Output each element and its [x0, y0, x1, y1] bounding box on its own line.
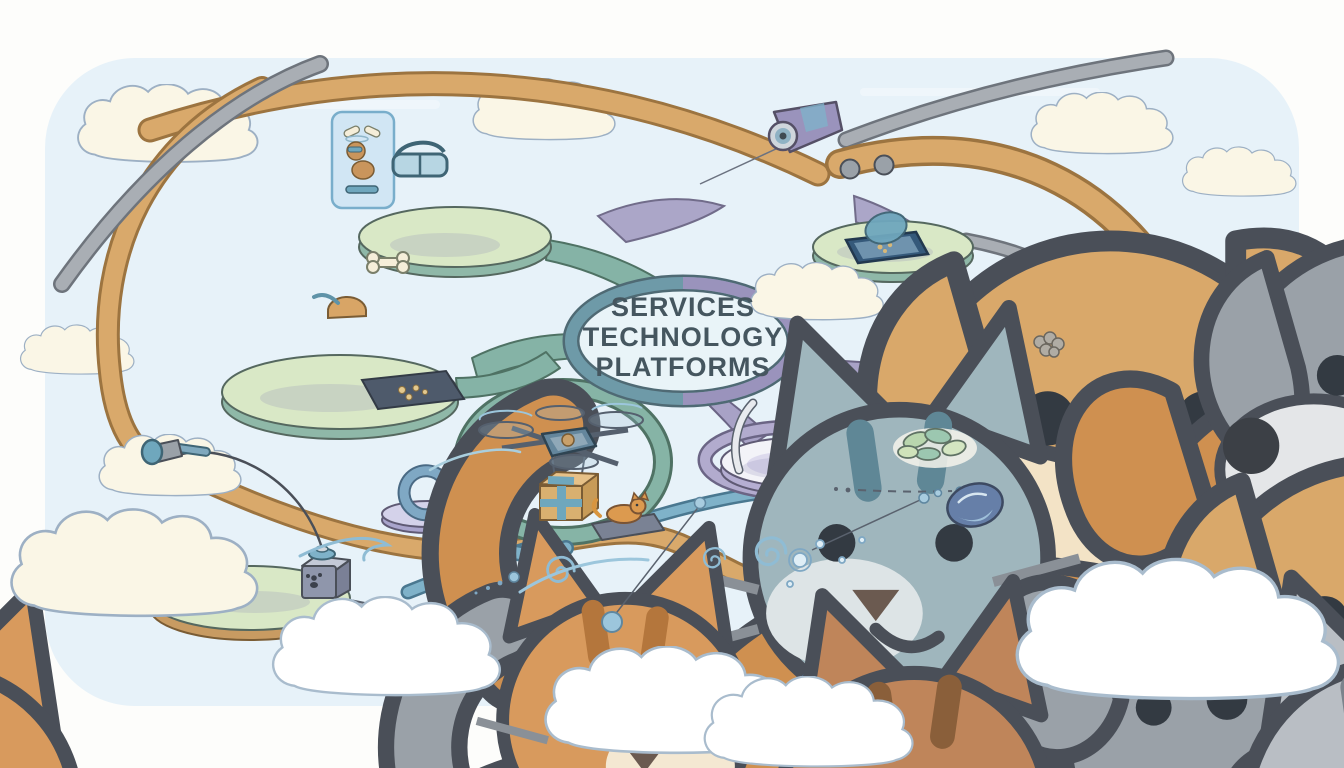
- ribbon-gray-topleft: [55, 57, 327, 291]
- play-platform: [221, 354, 459, 440]
- figures: [0, 140, 1344, 768]
- drone-figure: [478, 402, 644, 521]
- hub-label-line1: SERVICES: [610, 292, 756, 322]
- camera-pod: [699, 100, 844, 185]
- robot-pet-gear: [839, 154, 908, 245]
- vr-goggles: [391, 140, 449, 178]
- gift-package: [539, 471, 599, 521]
- wind-swirls: [298, 448, 788, 594]
- treat-beans: [893, 427, 977, 468]
- hub-label-line3: PLATFORMS: [595, 352, 771, 383]
- paw-print-icon: [306, 573, 322, 588]
- ring-toy: [397, 464, 453, 522]
- yarn-roll: [946, 482, 1004, 528]
- play-dog-cap: [312, 293, 367, 320]
- knit-toy: [1033, 331, 1065, 358]
- drone-rotors: [478, 405, 644, 470]
- hub-label: SERVICES TECHNOLOGY PLATFORMS: [556, 292, 810, 383]
- treat-mat: [360, 369, 466, 411]
- leash-strap: [731, 398, 758, 475]
- leash-clip: [140, 438, 211, 466]
- leash-machine: [140, 438, 351, 599]
- hub-label-line2: TECHNOLOGY: [582, 322, 784, 353]
- ribbon-gray-topright: [840, 52, 1172, 146]
- rotor-wash: [478, 402, 643, 421]
- floating-bone: [366, 251, 410, 274]
- board-cat-figure: [591, 490, 665, 541]
- bubbles: [786, 536, 866, 588]
- hologram-card: [330, 110, 396, 210]
